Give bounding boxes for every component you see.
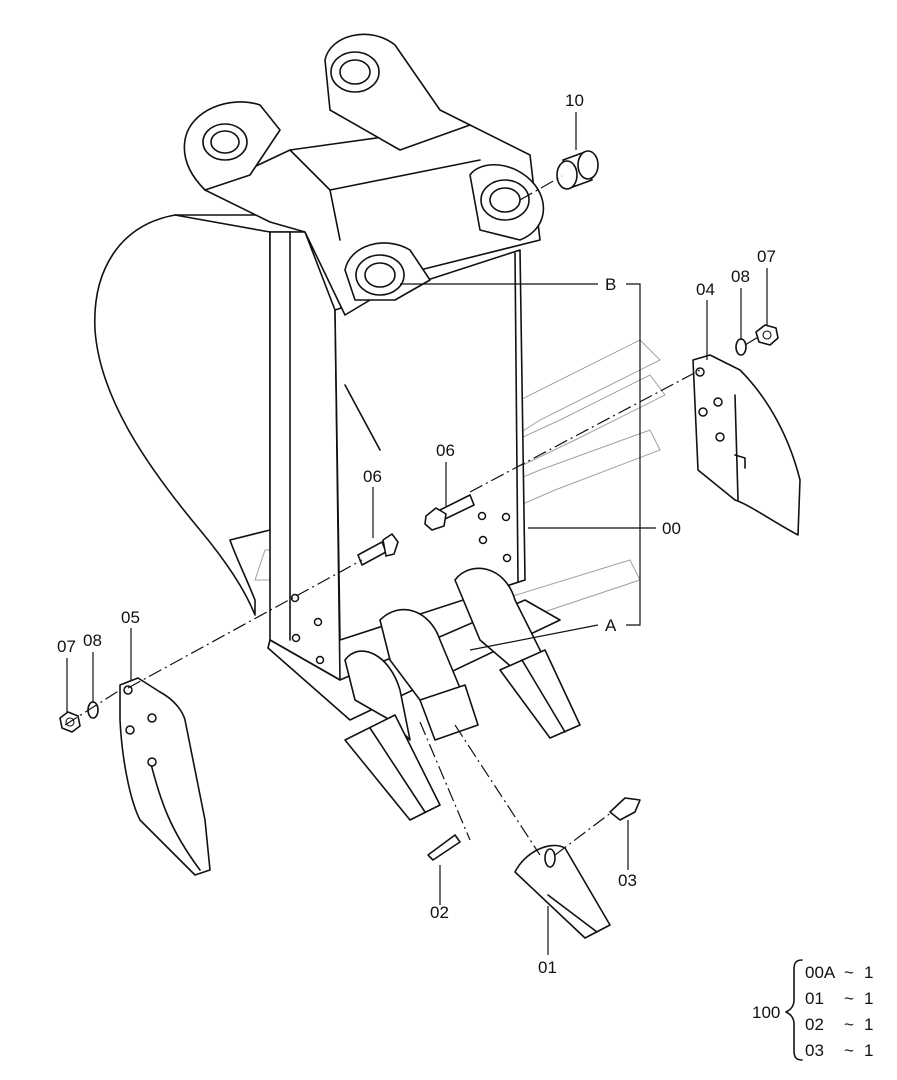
bushing-10 <box>519 150 599 201</box>
table-row-3-qty: 1 <box>864 1041 873 1060</box>
callout-04: 04 <box>696 280 715 299</box>
callout-A: A <box>605 616 617 635</box>
pin-02 <box>427 834 461 861</box>
leader-lines <box>66 112 768 955</box>
washer-08-right <box>735 338 747 356</box>
callout-07-left: 07 <box>57 637 76 656</box>
assembly-number: 100 <box>752 1003 780 1022</box>
table-row-1-qty: 1 <box>864 989 873 1008</box>
table-row-3-sep: ~ <box>844 1041 854 1060</box>
callout-02: 02 <box>430 903 449 922</box>
callout-06-upper: 06 <box>436 441 455 460</box>
callout-00: 00 <box>662 519 681 538</box>
callout-labels: 10 07 08 04 B 06 06 00 A 05 08 07 02 01 … <box>57 91 776 977</box>
callout-05: 05 <box>121 608 140 627</box>
table-row-0-part: 00A <box>805 963 836 982</box>
table-row-3-part: 03 <box>805 1041 824 1060</box>
table-row-0-sep: ~ <box>844 963 854 982</box>
assembly-axes <box>64 335 761 856</box>
assembly-brace <box>785 959 803 1061</box>
callout-07-right: 07 <box>757 247 776 266</box>
callout-08-left: 08 <box>83 631 102 650</box>
tooth-01 <box>514 844 611 939</box>
table-row-2-part: 02 <box>805 1015 824 1034</box>
callout-03: 03 <box>618 871 637 890</box>
table-row-1-sep: ~ <box>844 989 854 1008</box>
side-cutter-05 <box>119 677 211 876</box>
table-row-1-part: 01 <box>805 989 824 1008</box>
table-row-2-sep: ~ <box>844 1015 854 1034</box>
callout-06-lower: 06 <box>363 467 382 486</box>
table-row-0-qty: 1 <box>864 963 873 982</box>
mounted-teeth <box>344 649 581 821</box>
bolt-06-upper <box>424 494 475 531</box>
callout-B: B <box>605 275 616 294</box>
lock-03 <box>609 797 641 821</box>
nut-07-right <box>755 324 779 346</box>
callout-10: 10 <box>565 91 584 110</box>
bolt-06-lower <box>357 533 399 566</box>
callout-01: 01 <box>538 958 557 977</box>
callout-08-right: 08 <box>731 267 750 286</box>
table-row-2-qty: 1 <box>864 1015 873 1034</box>
side-cutter-04 <box>692 354 801 536</box>
assembly-table: 100 00A ~ 1 01 ~ 1 02 ~ 1 03 ~ 1 <box>752 959 873 1061</box>
